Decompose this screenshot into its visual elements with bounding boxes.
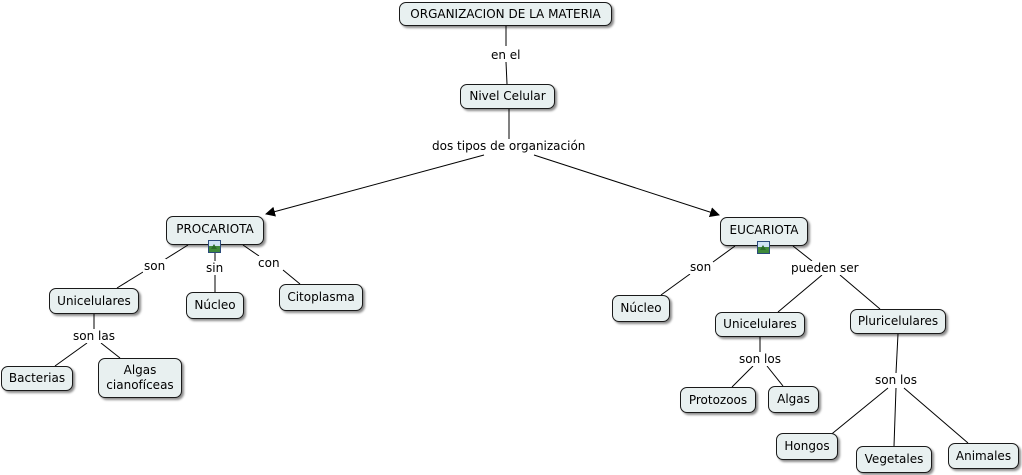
link-label-son-los: son los bbox=[738, 352, 782, 366]
link-label-son: son bbox=[143, 259, 167, 273]
node-hongos[interactable]: Hongos bbox=[776, 433, 838, 460]
node-unicelulares-eucariota[interactable]: Unicelulares bbox=[715, 312, 805, 337]
connector-son-las-algas bbox=[100, 342, 121, 359]
connector-son-nucleo bbox=[660, 273, 691, 296]
node-label: Unicelulares bbox=[57, 293, 131, 308]
connector-son-los-animales bbox=[903, 387, 969, 444]
node-nivel-celular[interactable]: Nivel Celular bbox=[460, 84, 555, 109]
link-label-dos-tipos-de-organizacion: dos tipos de organización bbox=[431, 139, 587, 153]
node-vegetales[interactable]: Vegetales bbox=[856, 446, 932, 473]
connector-en-el-nivel-celular bbox=[505, 61, 508, 85]
connector-eucariota-son bbox=[712, 245, 736, 263]
node-label: Algas bbox=[777, 392, 810, 406]
node-unicelulares-procariota[interactable]: Unicelulares bbox=[49, 288, 139, 314]
arrow-to-procariota bbox=[265, 154, 485, 217]
node-animales[interactable]: Animales bbox=[948, 443, 1019, 469]
connector-son-los-protozoos bbox=[731, 365, 754, 388]
node-label: Pluricelulares bbox=[857, 314, 939, 328]
connector-pluricelulares-son-los bbox=[895, 333, 899, 374]
node-label: Unicelulares bbox=[723, 317, 797, 331]
link-label-con: con bbox=[257, 256, 281, 270]
node-label: Animales bbox=[955, 448, 1012, 463]
link-label-son-las: son las bbox=[72, 329, 116, 343]
node-nucleo-procariota[interactable]: Núcleo bbox=[186, 292, 244, 319]
node-citoplasma[interactable]: Citoplasma bbox=[279, 284, 363, 311]
node-label: PROCARIOTA bbox=[176, 222, 254, 236]
link-label-sin: sin bbox=[205, 261, 225, 275]
node-label: Protozoos bbox=[688, 392, 748, 407]
connector-procariota-son bbox=[163, 244, 189, 261]
node-label: Algas cianofíceas bbox=[106, 363, 174, 392]
connector-son-unicelulares bbox=[116, 271, 144, 289]
connector-con-citoplasma bbox=[282, 269, 301, 285]
node-pluricelulares[interactable]: Pluricelulares bbox=[850, 309, 946, 334]
node-label: Hongos bbox=[784, 439, 830, 453]
connector-son-los-hongos bbox=[827, 387, 889, 438]
node-label: Núcleo bbox=[194, 298, 236, 312]
connector-eucariota-pueden-ser bbox=[792, 245, 813, 262]
connector-pueden-ser-unicelulares bbox=[777, 274, 823, 313]
image-icon[interactable] bbox=[208, 240, 221, 253]
image-icon[interactable] bbox=[757, 241, 770, 254]
link-label-en-el: en el bbox=[490, 48, 522, 62]
connector-son-los-vegetales bbox=[893, 387, 897, 447]
connector-pueden-ser-pluricelulares bbox=[839, 274, 881, 310]
node-organizacion-de-la-materia[interactable]: ORGANIZACION DE LA MATERIA bbox=[399, 2, 612, 26]
link-label-son: son bbox=[689, 260, 713, 274]
connector-son-los-algas bbox=[766, 365, 784, 387]
node-label: Bacterias bbox=[8, 371, 66, 385]
node-algas-cianoficeas[interactable]: Algas cianofíceas bbox=[98, 358, 182, 398]
connector-procariota-con bbox=[242, 244, 260, 257]
node-label: Citoplasma bbox=[287, 290, 355, 304]
node-algas[interactable]: Algas bbox=[768, 386, 819, 413]
node-label: Nivel Celular bbox=[469, 89, 546, 103]
node-nucleo-eucariota[interactable]: Núcleo bbox=[612, 295, 670, 322]
arrow-to-eucariota bbox=[533, 154, 720, 217]
link-label-pueden-ser: pueden ser bbox=[790, 261, 860, 275]
node-label: ORGANIZACION DE LA MATERIA bbox=[410, 6, 601, 21]
node-label: Vegetales bbox=[864, 452, 924, 466]
connector-son-las-bacterias bbox=[54, 342, 88, 367]
node-bacterias[interactable]: Bacterias bbox=[1, 366, 73, 391]
node-label: EUCARIOTA bbox=[729, 223, 799, 237]
node-label: Núcleo bbox=[620, 301, 662, 315]
node-protozoos[interactable]: Protozoos bbox=[680, 387, 756, 413]
link-label-son-los: son los bbox=[874, 373, 918, 387]
